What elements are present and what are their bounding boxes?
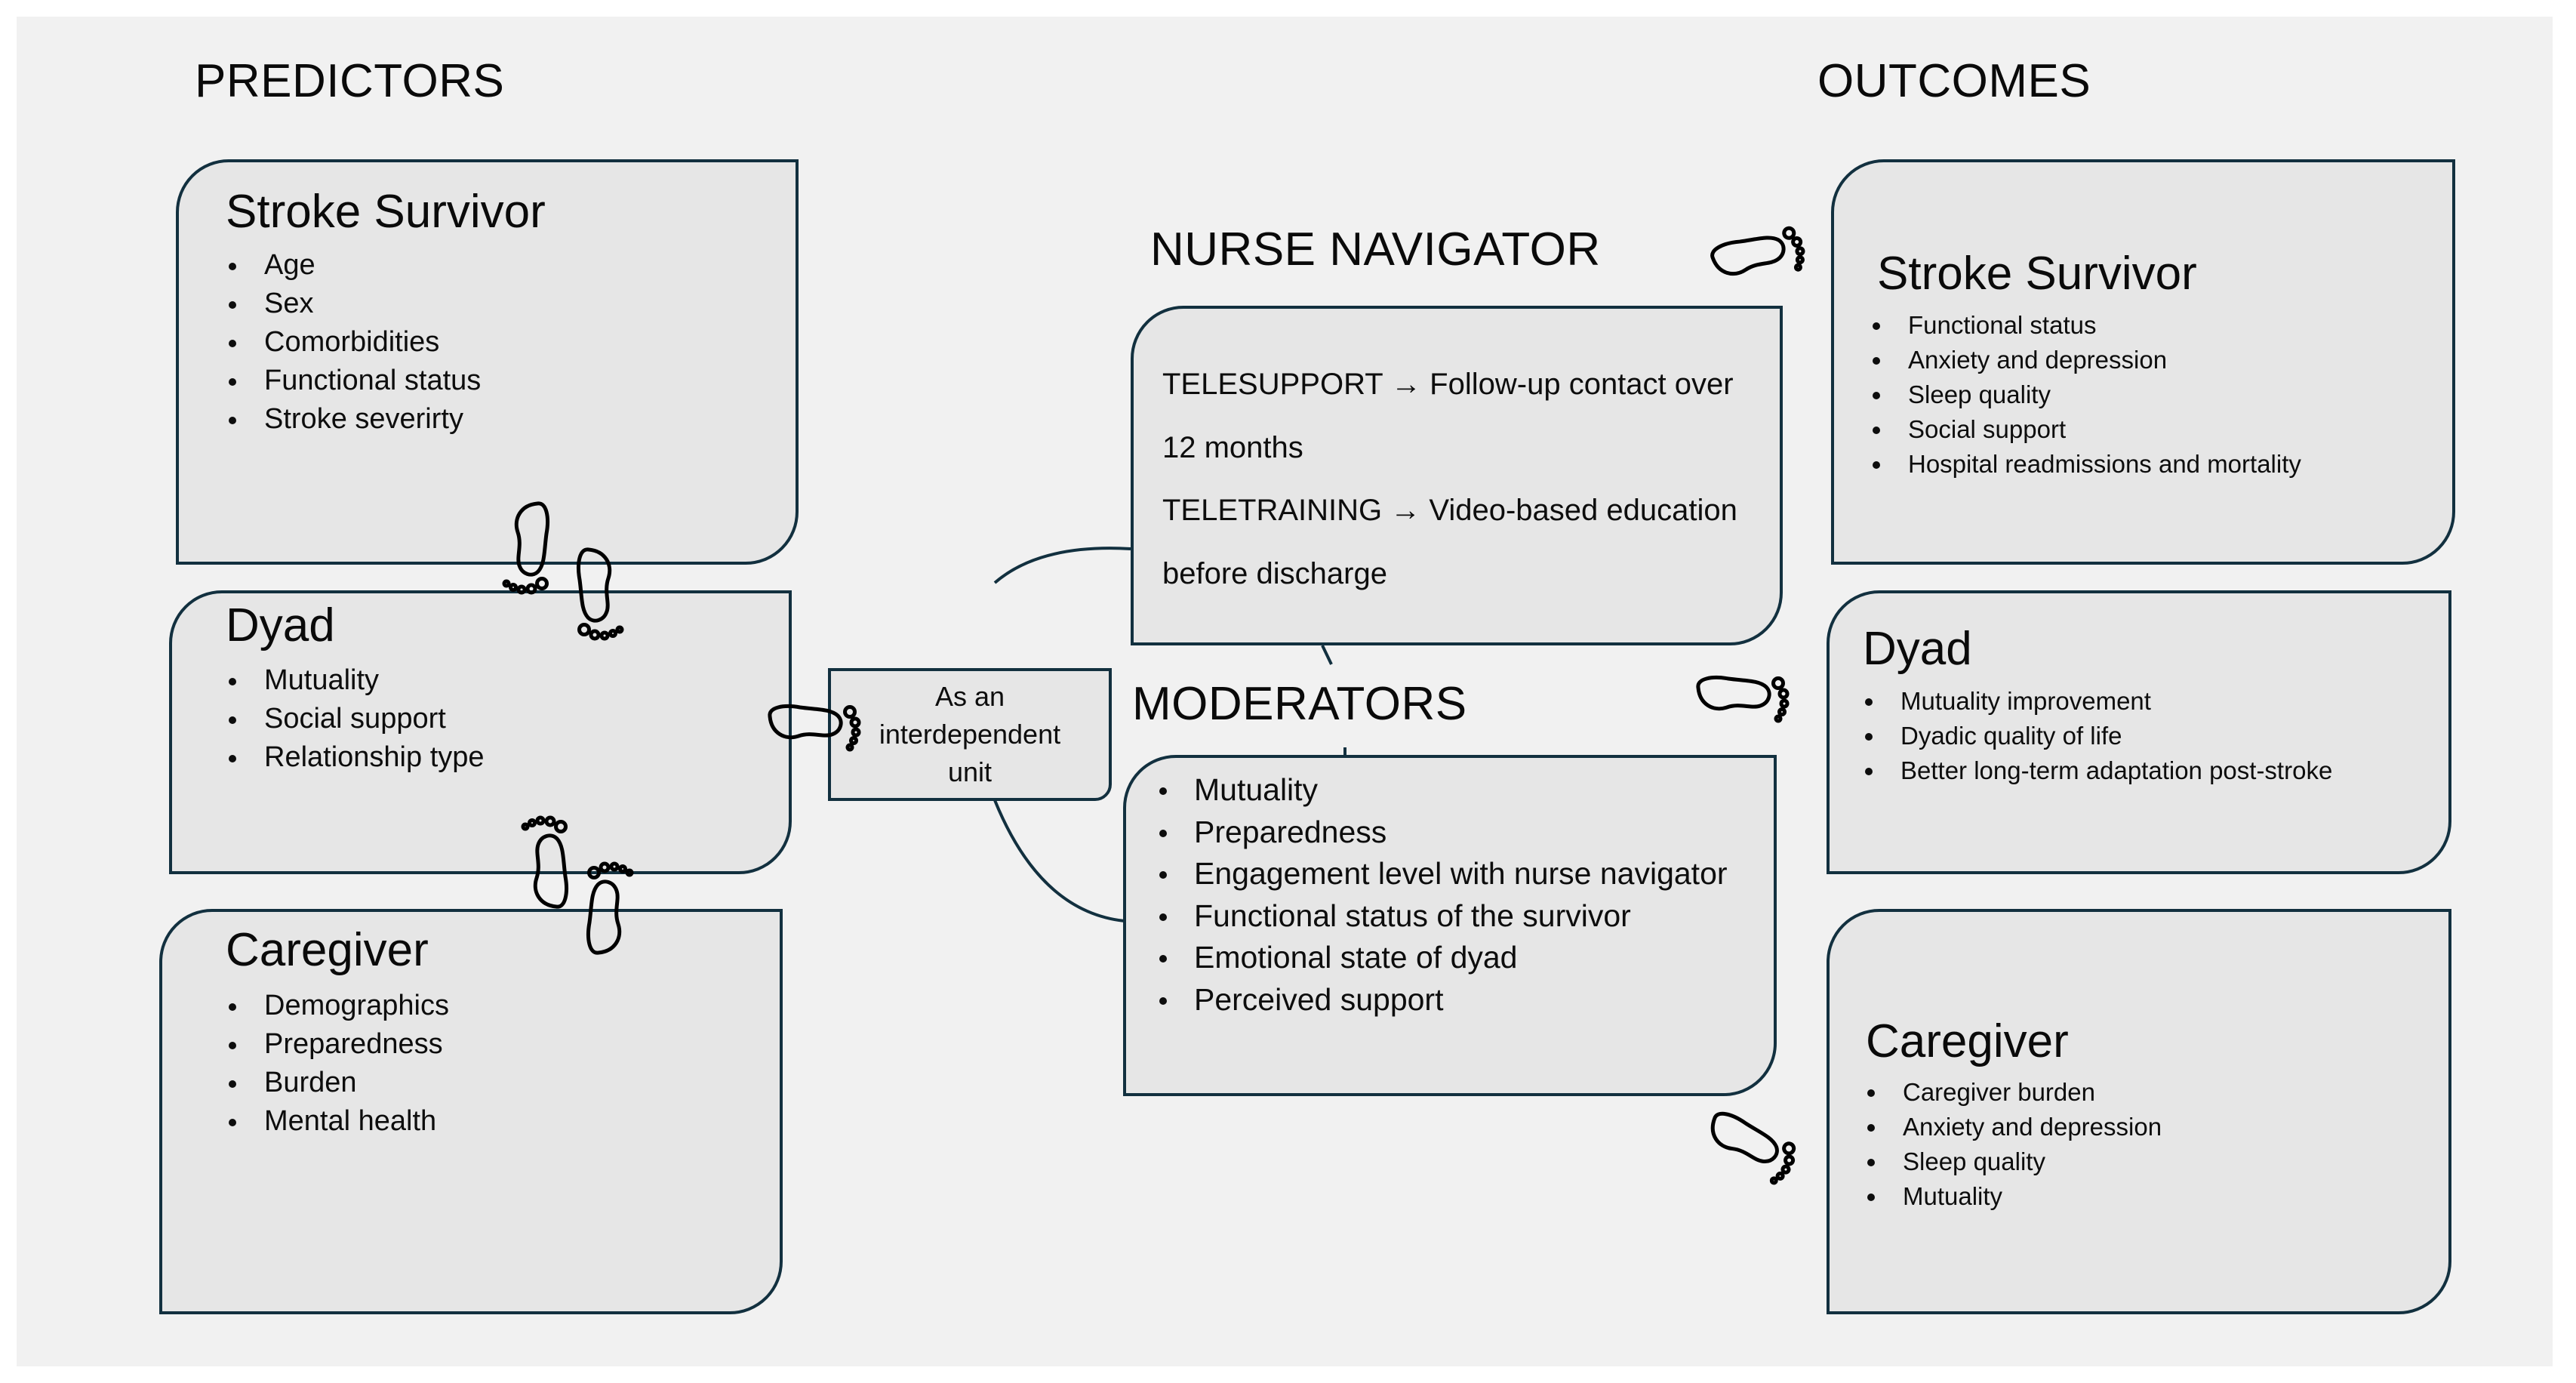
predictor-list: Age Sex Comorbidities Functional status … [229, 246, 481, 439]
list-item: Caregiver burden [1867, 1075, 2162, 1110]
box-title: Dyad [1863, 623, 1972, 675]
unit-text-line: interdependent [879, 719, 1061, 750]
outcomes-heading: OUTCOMES [1817, 55, 2091, 107]
list-item: Hospital readmissions and mortality [1873, 447, 2301, 482]
box-title: Dyad [226, 599, 335, 651]
predictor-stroke-survivor-box: Stroke Survivor Age Sex Comorbidities Fu… [176, 159, 799, 565]
unit-text-line: As an [934, 681, 1005, 712]
box-title: Stroke Survivor [226, 186, 546, 238]
list-item: Social support [1873, 412, 2301, 447]
list-item: Mutuality [1867, 1179, 2162, 1214]
outcome-list: Mutuality improvement Dyadic quality of … [1865, 684, 2332, 788]
outcome-list: Functional status Anxiety and depression… [1873, 308, 2301, 482]
list-item: Sex [229, 285, 481, 323]
list-item: Burden [229, 1064, 449, 1102]
navigator-line: before discharge [1162, 557, 1387, 590]
list-item: Functional status [229, 362, 481, 400]
list-item: Preparedness [1156, 812, 1728, 854]
list-item: Comorbidities [229, 323, 481, 362]
list-item: Mutuality [229, 661, 485, 700]
nurse-navigator-heading: NURSE NAVIGATOR [1150, 223, 1601, 276]
unit-text-line: unit [947, 756, 993, 787]
list-item: Better long-term adaptation post-stroke [1865, 753, 2332, 788]
list-item: Mutuality improvement [1865, 684, 2332, 719]
box-title: Caregiver [226, 924, 429, 976]
list-item: Sleep quality [1873, 377, 2301, 412]
predictors-heading: PREDICTORS [195, 55, 505, 107]
list-item: Age [229, 246, 481, 285]
predictor-list: Demographics Preparedness Burden Mental … [229, 987, 449, 1141]
list-item: Anxiety and depression [1873, 343, 2301, 377]
interdependent-unit-box: As an interdependent unit [828, 668, 1112, 801]
box-title: Stroke Survivor [1877, 248, 2197, 300]
list-item: Engagement level with nurse navigator [1156, 853, 1728, 895]
navigator-line: TELETRAINING → Video-based education [1162, 494, 1737, 527]
list-item: Preparedness [229, 1025, 449, 1064]
navigator-line: TELESUPPORT → Follow-up contact over [1162, 368, 1734, 401]
list-item: Relationship type [229, 738, 485, 777]
list-item: Social support [229, 700, 485, 738]
outcome-stroke-survivor-box: Stroke Survivor Functional status Anxiet… [1831, 159, 2455, 565]
predictor-dyad-box: Dyad Mutuality Social support Relationsh… [169, 590, 792, 874]
list-item: Stroke severirty [229, 400, 481, 439]
outcome-dyad-box: Dyad Mutuality improvement Dyadic qualit… [1827, 590, 2451, 874]
outcome-list: Caregiver burden Anxiety and depression … [1867, 1075, 2162, 1214]
list-item: Perceived support [1156, 979, 1728, 1021]
list-item: Demographics [229, 987, 449, 1025]
moderators-list: Mutuality Preparedness Engagement level … [1156, 769, 1728, 1021]
list-item: Dyadic quality of life [1865, 719, 2332, 753]
list-item: Functional status of the survivor [1156, 895, 1728, 938]
nurse-navigator-box: TELESUPPORT → Follow-up contact over 12 … [1131, 306, 1783, 645]
list-item: Emotional state of dyad [1156, 937, 1728, 979]
predictor-list: Mutuality Social support Relationship ty… [229, 661, 485, 777]
list-item: Sleep quality [1867, 1144, 2162, 1179]
list-item: Mental health [229, 1102, 449, 1141]
moderators-box: Mutuality Preparedness Engagement level … [1123, 755, 1777, 1096]
list-item: Anxiety and depression [1867, 1110, 2162, 1144]
predictor-caregiver-box: Caregiver Demographics Preparedness Burd… [159, 909, 783, 1314]
navigator-line: 12 months [1162, 431, 1303, 464]
outcome-caregiver-box: Caregiver Caregiver burden Anxiety and d… [1827, 909, 2451, 1314]
box-title: Caregiver [1866, 1015, 2069, 1067]
list-item: Mutuality [1156, 769, 1728, 812]
list-item: Functional status [1873, 308, 2301, 343]
moderators-heading: MODERATORS [1132, 678, 1467, 730]
